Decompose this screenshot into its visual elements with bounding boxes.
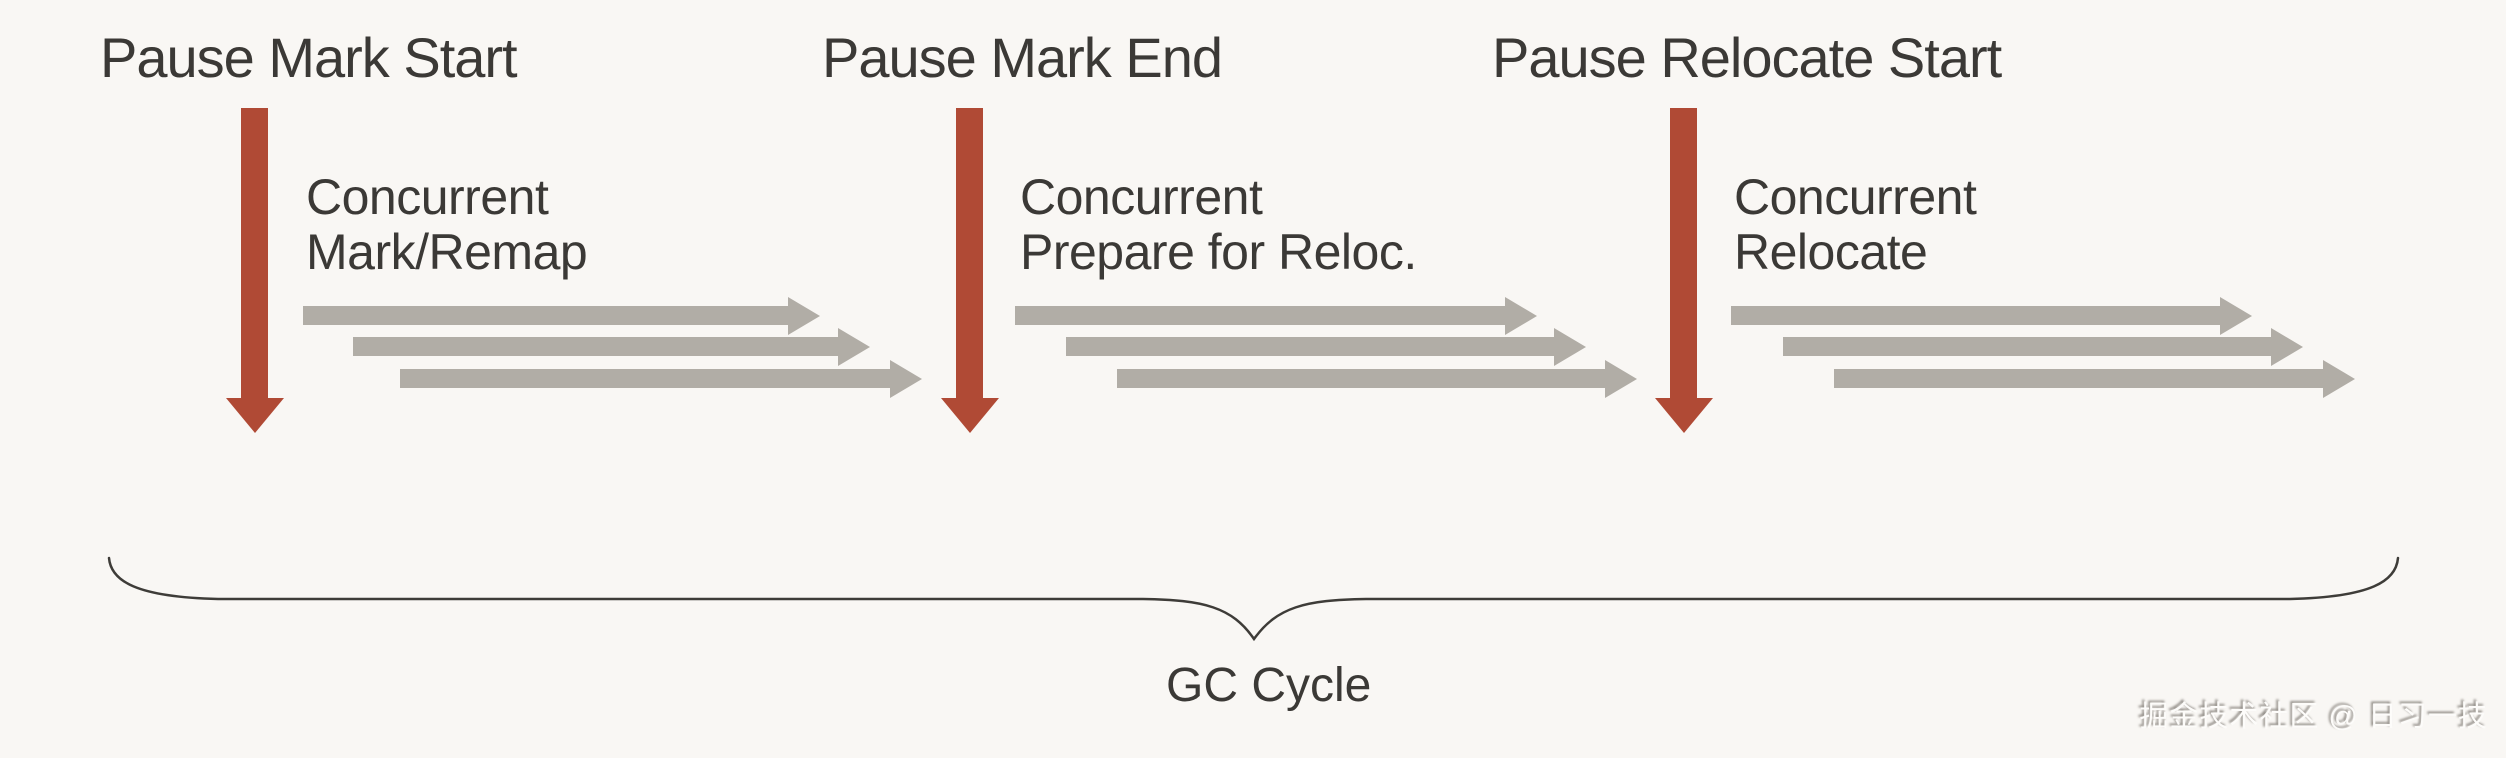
thread-arrow-bar <box>1015 306 1507 325</box>
concurrent-label-mark-remap: Concurrent Mark/Remap <box>306 169 588 280</box>
pause-arrow-icon <box>1655 108 1713 433</box>
thread-arrow-icon <box>1117 360 1637 398</box>
thread-arrow-head <box>788 297 820 335</box>
thread-arrow-icon <box>1015 297 1537 335</box>
thread-arrow-head <box>2220 297 2252 335</box>
thread-arrow-bar <box>303 306 790 325</box>
thread-arrow-icon <box>303 297 820 335</box>
concurrent-label-relocate: Concurrent Relocate <box>1734 169 1977 280</box>
watermark: 掘金技术社区 @ 日习一技 <box>2139 701 2488 733</box>
thread-arrow-head <box>1605 360 1637 398</box>
concurrent-label-line1: Concurrent <box>306 169 549 225</box>
concurrent-label-prepare-reloc: Concurrent Prepare for Reloc. <box>1020 170 1417 280</box>
pause-arrow-head <box>226 398 284 433</box>
pause-arrow-head <box>941 398 999 433</box>
pause-label-mark-start: Pause Mark Start <box>100 26 518 89</box>
thread-arrow-head <box>2271 328 2303 366</box>
pause-arrow-icon <box>941 108 999 433</box>
thread-arrow-icon <box>1731 297 2252 335</box>
thread-arrow-head <box>838 328 870 366</box>
concurrent-label-line2: Prepare for Reloc. <box>1020 224 1417 280</box>
pause-arrow-shaft <box>1670 108 1697 399</box>
concurrent-label-line1: Concurrent <box>1020 169 1263 225</box>
thread-arrow-bar <box>400 369 892 388</box>
thread-arrow-head <box>890 360 922 398</box>
thread-arrow-icon <box>353 328 870 366</box>
thread-arrow-bar <box>1066 337 1556 356</box>
pause-arrow-head <box>1655 398 1713 433</box>
concurrent-label-line2: Relocate <box>1734 224 1928 280</box>
thread-arrow-bar <box>1117 369 1607 388</box>
thread-arrow-bar <box>1783 337 2273 356</box>
concurrent-label-line2: Mark/Remap <box>306 224 588 280</box>
thread-arrow-bar <box>1834 369 2325 388</box>
thread-arrow-bar <box>1731 306 2222 325</box>
concurrent-label-line1: Concurrent <box>1734 169 1977 225</box>
thread-arrow-icon <box>1834 360 2355 398</box>
thread-arrow-bar <box>353 337 840 356</box>
thread-arrow-head <box>1505 297 1537 335</box>
pause-label-mark-end: Pause Mark End <box>822 26 1223 89</box>
thread-arrow-icon <box>400 360 922 398</box>
pause-label-relocate-start: Pause Relocate Start <box>1492 26 2002 89</box>
pause-arrow-shaft <box>956 108 983 399</box>
pause-arrow-shaft <box>241 108 268 399</box>
thread-arrow-head <box>2323 360 2355 398</box>
pause-arrow-icon <box>226 108 284 433</box>
gc-cycle-label: GC Cycle <box>1166 659 1372 712</box>
thread-arrow-icon <box>1066 328 1586 366</box>
thread-arrow-head <box>1554 328 1586 366</box>
thread-arrow-icon <box>1783 328 2303 366</box>
